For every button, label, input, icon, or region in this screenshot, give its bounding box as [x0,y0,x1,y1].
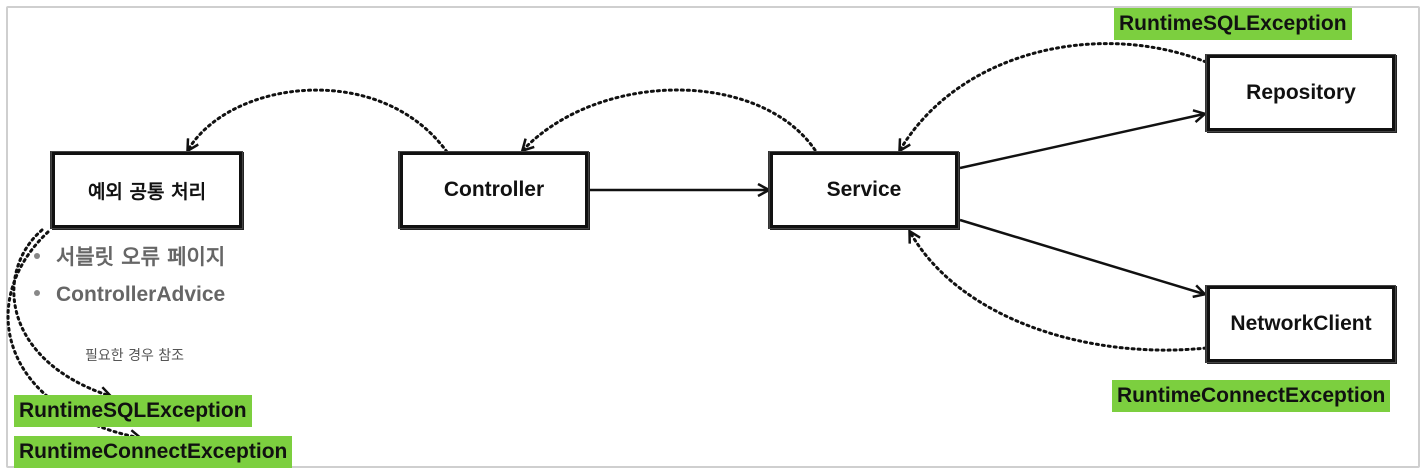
list-item: 서블릿 오류 페이지 [34,242,225,280]
reference-note: 필요한 경우 참조 [85,348,185,364]
handled-connect-exception-tag: RuntimeConnectException [14,436,293,468]
diagram-frame [6,6,1420,468]
handler-options-list: 서블릿 오류 페이지 ControllerAdvice [34,242,225,318]
repository-box: Repository [1207,55,1395,131]
network-client-label: NetworkClient [1230,312,1372,335]
controller-box: Controller [400,152,588,228]
exception-handler-label: 예외 공통 처리 [87,180,207,203]
service-box: Service [770,152,958,228]
network-client-exception-tag: RuntimeConnectException [1112,380,1391,412]
arrow-service-to-repository [959,114,1204,170]
repository-exception-tag: RuntimeSQLException [1114,8,1352,40]
reference-arrow-handler-to-sql [12,228,110,396]
controller-label: Controller [443,178,545,201]
exception-arrow-networkclient-to-service [910,232,1208,352]
list-item: ControllerAdvice [34,280,225,318]
bullet-icon [34,253,40,260]
arrow-service-to-networkclient [959,218,1204,294]
repository-label: Repository [1246,81,1356,104]
handled-sql-exception-tag: RuntimeSQLException [14,395,252,427]
bullet-icon [34,290,40,297]
network-client-box: NetworkClient [1207,286,1395,362]
service-label: Service [826,178,902,201]
exception-arrow-repository-to-service [900,42,1208,150]
exception-handler-box: 예외 공통 처리 [52,152,242,228]
exception-arrow-service-to-controller [523,88,817,150]
exception-arrow-controller-to-handler [188,88,449,154]
